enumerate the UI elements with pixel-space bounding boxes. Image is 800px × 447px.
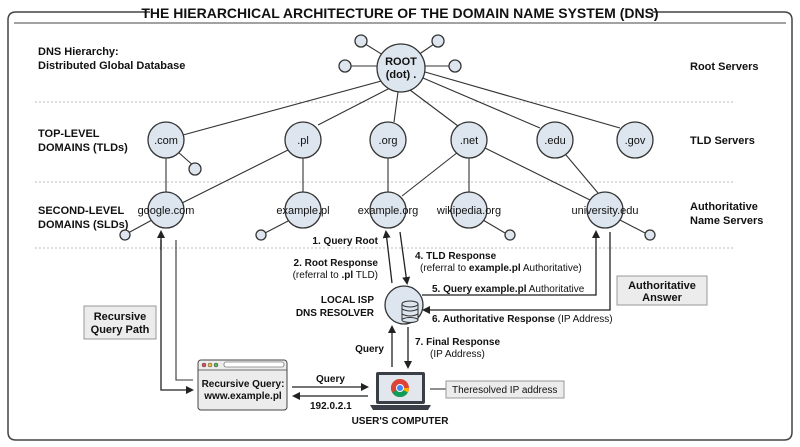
sld-node-university bbox=[586, 191, 624, 229]
step-4-detail: (referral to example.pl Authoritative) bbox=[420, 263, 582, 274]
close-dot-icon bbox=[201, 362, 207, 368]
browser-window bbox=[197, 359, 288, 411]
label-root-servers: Root Servers bbox=[690, 61, 758, 73]
dns-resolver bbox=[384, 285, 424, 325]
browser-query-label: Query bbox=[316, 374, 345, 385]
tld-label-org: .org bbox=[379, 135, 398, 147]
maximize-dot-icon bbox=[213, 362, 219, 368]
step-4-title: 4. TLD Response bbox=[415, 251, 497, 262]
step-6-label: 6. Authoritative Response (IP Address) bbox=[432, 314, 613, 325]
chrome-icon bbox=[390, 379, 409, 398]
tld-label-edu: .edu bbox=[544, 135, 565, 147]
resolved-ip-text: Theresolved IP address bbox=[452, 385, 557, 396]
label-distributed-db: Distributed Global Database bbox=[38, 60, 185, 72]
minimize-dot-icon bbox=[207, 362, 213, 368]
sld-label-example-org: example.org bbox=[358, 205, 419, 217]
arrow-query-root bbox=[382, 230, 393, 284]
label-tld-servers: TLD Servers bbox=[690, 135, 755, 147]
sld-label-example-pl: example.pl bbox=[276, 205, 329, 217]
resolved-ip-note bbox=[445, 380, 565, 399]
root-label-2: (dot) . bbox=[386, 69, 417, 81]
tld-node-edu bbox=[536, 121, 574, 159]
root-node bbox=[376, 43, 426, 93]
step-7-detail: (IP Address) bbox=[430, 349, 485, 360]
sld-nodes: google.com example.pl example.org wikipe… bbox=[138, 191, 639, 229]
arrow-query-auth bbox=[422, 230, 600, 296]
diagram-title: THE HIERARCHICAL ARCHITECTURE OF THE DOM… bbox=[141, 5, 658, 21]
label-tld-2: DOMAINS (TLDs) bbox=[38, 142, 128, 154]
line-recursive-from-browser bbox=[175, 240, 193, 381]
label-sld-2: DOMAINS (SLDs) bbox=[38, 219, 129, 231]
step-7-title: 7. Final Response bbox=[415, 337, 500, 348]
sld-node-google bbox=[147, 191, 185, 229]
sld-node-example-pl bbox=[284, 191, 322, 229]
browser-label-2: www.example.pl bbox=[203, 391, 282, 402]
recursive-query-path-callout bbox=[83, 305, 157, 340]
resolver-query-label: Query bbox=[355, 344, 384, 355]
browser-label-1: Recursive Query: bbox=[202, 379, 285, 390]
database-icon bbox=[401, 300, 419, 323]
frame-border bbox=[7, 11, 793, 441]
tld-edges bbox=[165, 147, 599, 204]
recursive-callout-2: Query Path bbox=[91, 324, 150, 336]
resolver-label-1: LOCAL ISP bbox=[321, 295, 374, 306]
tld-node-gov bbox=[616, 121, 654, 159]
sld-label-university: university.edu bbox=[571, 205, 638, 217]
label-dns-hierarchy: DNS Hierarchy: bbox=[38, 46, 119, 58]
tld-node-org bbox=[369, 121, 407, 159]
tld-node-com bbox=[147, 121, 185, 159]
tld-label-gov: .gov bbox=[625, 135, 646, 147]
computer-label: USER'S COMPUTER bbox=[352, 416, 450, 427]
sld-node-wikipedia bbox=[450, 191, 488, 229]
label-tld-1: TOP-LEVEL bbox=[38, 128, 100, 140]
step-2-title: 2. Root Response bbox=[294, 258, 379, 269]
tld-label-pl: .pl bbox=[297, 135, 309, 147]
arrow-auth-response bbox=[422, 232, 611, 314]
recursive-callout-1: Recursive bbox=[94, 311, 147, 323]
arrow-recursive-to-browser bbox=[160, 240, 194, 394]
tld-nodes: .com .pl .org .net .edu .gov bbox=[147, 121, 654, 159]
root-label-1: ROOT bbox=[385, 56, 417, 68]
tld-node-pl bbox=[284, 121, 322, 159]
sld-label-wikipedia: wikipedia.org bbox=[436, 205, 501, 217]
sld-satellites bbox=[119, 219, 656, 241]
arrow-tld-response bbox=[399, 231, 411, 285]
label-auth-2: Name Servers bbox=[690, 215, 763, 227]
root-satellites bbox=[338, 34, 462, 73]
authoritative-answer-callout bbox=[616, 275, 708, 306]
auth-callout-1: Authoritative bbox=[628, 280, 696, 292]
sld-label-google: google.com bbox=[138, 205, 195, 217]
step-5-label: 5. Query example.pl Authoritative bbox=[432, 284, 585, 295]
step-1-label: 1. Query Root bbox=[312, 236, 378, 247]
tld-label-com: .com bbox=[154, 135, 178, 147]
tld-satellite bbox=[188, 162, 202, 176]
tld-node-net bbox=[450, 121, 488, 159]
step-2-detail: (referral to .pl TLD) bbox=[293, 270, 378, 281]
address-bar bbox=[223, 361, 285, 368]
label-auth-1: Authoritative bbox=[690, 201, 758, 213]
tld-label-net: .net bbox=[460, 135, 478, 147]
resolver-label-2: DNS RESOLVER bbox=[296, 308, 375, 319]
browser-ip-label: 192.0.2.1 bbox=[310, 401, 352, 412]
label-sld-1: SECOND-LEVEL bbox=[38, 205, 124, 217]
root-edges bbox=[182, 71, 621, 136]
auth-callout-2: Answer bbox=[642, 292, 682, 304]
sld-node-example-org bbox=[369, 191, 407, 229]
